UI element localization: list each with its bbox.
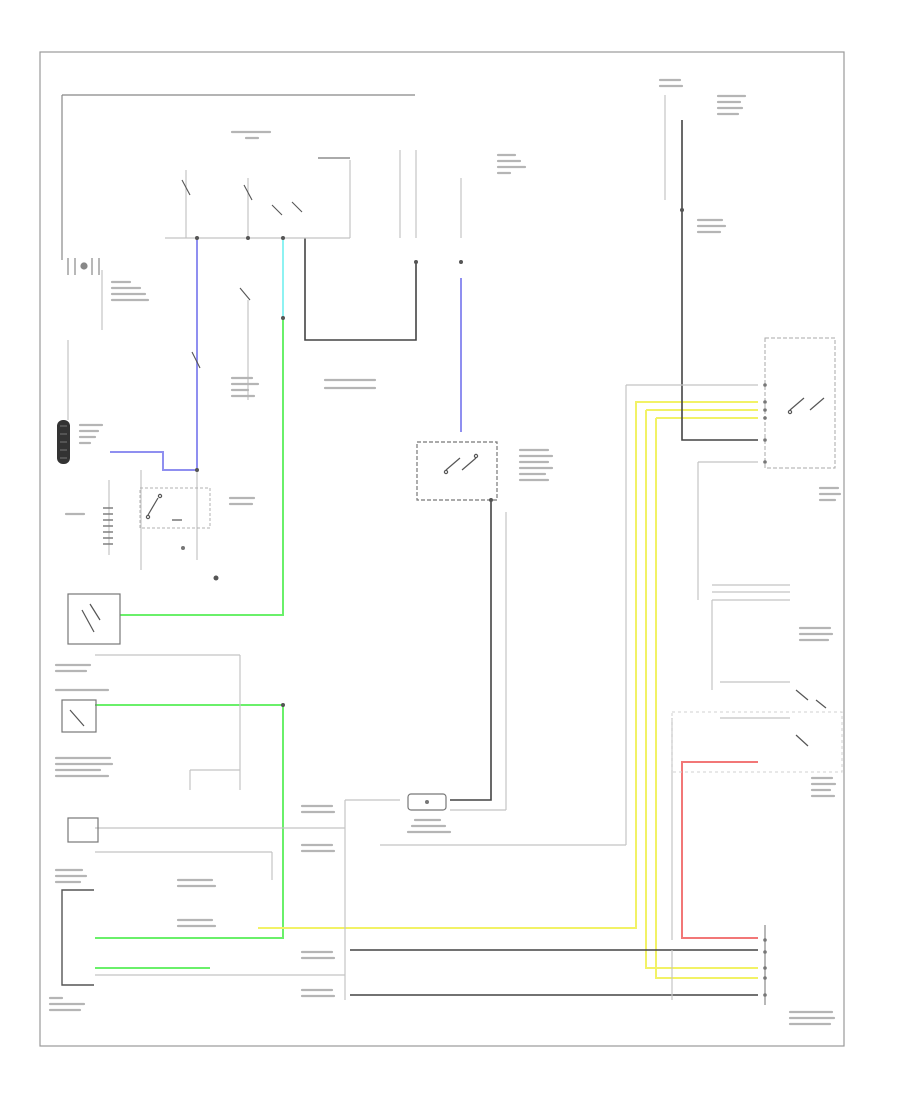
wire-right-vertical bbox=[681, 120, 758, 441]
wire-green-main bbox=[120, 318, 284, 616]
relay-left bbox=[67, 593, 121, 645]
switch-right-mid bbox=[671, 711, 843, 773]
diagram-frame bbox=[39, 51, 845, 1047]
switch-icon bbox=[795, 689, 827, 747]
ground-point bbox=[213, 575, 219, 581]
wire-red bbox=[681, 761, 758, 939]
ground-point bbox=[181, 546, 185, 550]
connector-pin bbox=[425, 800, 429, 804]
label-marks bbox=[48, 78, 842, 1026]
ecm-bracket bbox=[61, 889, 94, 986]
center-switch-box bbox=[416, 441, 498, 501]
switch-icon bbox=[69, 709, 85, 727]
connector-icon bbox=[407, 793, 447, 811]
relay-right-top bbox=[764, 337, 836, 469]
switch-icon bbox=[443, 453, 479, 475]
wire-center-vertical bbox=[450, 500, 492, 801]
wire-yellow-bottom bbox=[258, 401, 758, 929]
starter-box bbox=[139, 487, 211, 529]
component-left-bottom bbox=[67, 817, 99, 843]
connector-pins bbox=[763, 383, 767, 997]
wire-ignition-loop bbox=[304, 238, 417, 341]
switch-icon bbox=[81, 603, 101, 633]
wire-green-lower bbox=[95, 704, 284, 939]
ground-icon bbox=[67, 258, 100, 275]
wire-yellow-right-4 bbox=[655, 418, 758, 979]
splice-points bbox=[195, 208, 684, 707]
switch-icon bbox=[145, 493, 182, 521]
battery-icon bbox=[57, 420, 70, 464]
battery-cells bbox=[103, 507, 113, 545]
switch-left-lower bbox=[61, 699, 97, 733]
switch-icon bbox=[787, 397, 825, 415]
wire-yellow-right-2 bbox=[645, 410, 758, 969]
switch-icon bbox=[181, 157, 350, 369]
wire-blue-left bbox=[110, 238, 198, 471]
wires-dark bbox=[61, 94, 758, 996]
wires-colored bbox=[95, 238, 758, 979]
